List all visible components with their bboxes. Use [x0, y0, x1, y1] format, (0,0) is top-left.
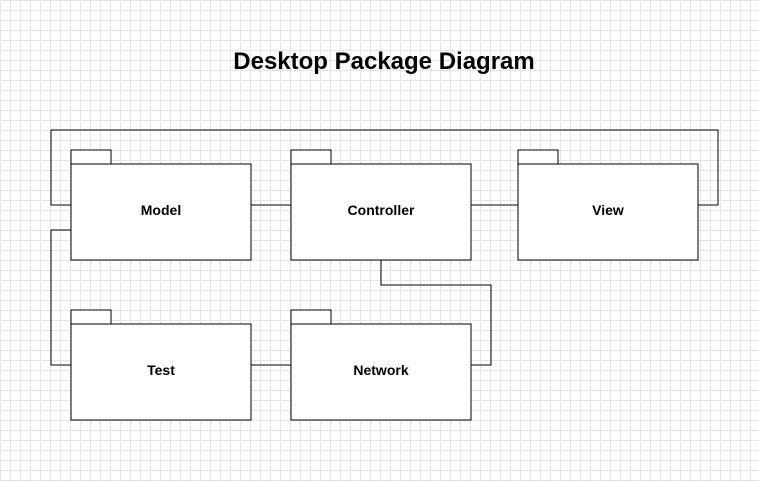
- package-controller-tab: [290, 149, 332, 165]
- package-test-body: [70, 323, 252, 421]
- package-view-label: View: [592, 202, 624, 218]
- package-network-label: Network: [353, 362, 408, 378]
- package-model-tab: [70, 149, 112, 165]
- package-network-tab: [290, 309, 332, 325]
- package-model-body: [70, 163, 252, 261]
- package-controller-body: [290, 163, 472, 261]
- connector-controller-network[interactable]: [380, 260, 492, 366]
- package-model-label: Model: [141, 202, 181, 218]
- diagram-title: Desktop Package Diagram: [233, 48, 534, 75]
- package-controller[interactable]: Controller: [290, 149, 472, 261]
- package-test-label: Test: [147, 362, 175, 378]
- package-test-tab: [70, 309, 112, 325]
- package-network[interactable]: Network: [290, 309, 472, 421]
- package-view-body: [517, 163, 699, 261]
- connectors: [50, 129, 719, 366]
- connector-model-view[interactable]: [50, 129, 719, 206]
- package-controller-label: Controller: [348, 202, 415, 218]
- package-test[interactable]: Test: [70, 309, 252, 421]
- package-view[interactable]: View: [517, 149, 699, 261]
- connector-model-test[interactable]: [50, 229, 71, 366]
- package-view-tab: [517, 149, 559, 165]
- package-network-body: [290, 323, 472, 421]
- package-model[interactable]: Model: [70, 149, 252, 261]
